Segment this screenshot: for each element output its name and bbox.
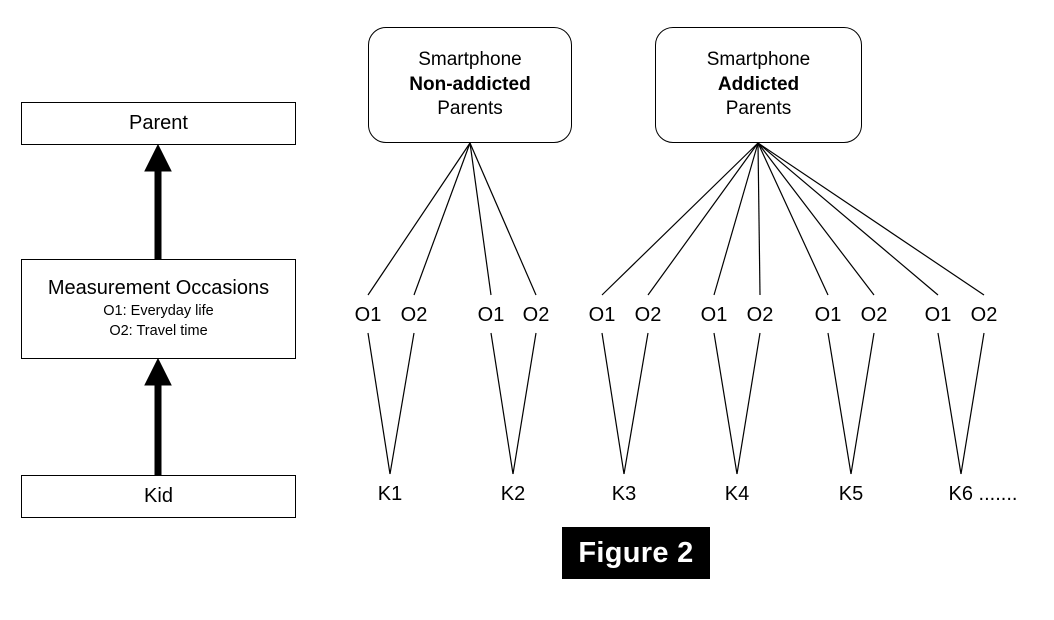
- level-box-parent-title: Parent: [129, 111, 188, 134]
- v-connectors-occasions-to-kids: [367, 332, 985, 475]
- figure-caption: Figure 2: [562, 527, 710, 579]
- kid-label-1: K1: [377, 483, 403, 505]
- kid-label-6: K6 .......: [948, 483, 1018, 505]
- group-box-addicted-parents: Smartphone Addicted Parents: [655, 27, 862, 143]
- level-box-measurement-occasions-subline-1: O1: Everyday life: [103, 303, 214, 320]
- fan-nonaddicted-to-occasions: [367, 142, 537, 296]
- level-box-kid: Kid: [21, 475, 296, 518]
- occasion-label-10: O2: [860, 304, 888, 326]
- kid-label-4: K4: [724, 483, 750, 505]
- group-box-non-addicted-line-1: Smartphone: [418, 48, 522, 70]
- group-box-non-addicted-line-3: Parents: [437, 98, 503, 120]
- occasion-label-8: O2: [746, 304, 774, 326]
- level-box-measurement-occasions: Measurement Occasions O1: Everyday life …: [21, 259, 296, 359]
- occasion-label-1: O1: [354, 304, 382, 326]
- group-box-addicted-line-1: Smartphone: [706, 48, 811, 70]
- occasion-label-6: O2: [634, 304, 662, 326]
- arrow-kid-to-measurement: [144, 357, 172, 475]
- group-box-addicted-line-2: Addicted: [717, 73, 800, 95]
- arrow-measurement-to-parent: [144, 143, 172, 259]
- kid-label-3: K3: [611, 483, 637, 505]
- fan-addicted-to-occasions: [601, 142, 985, 296]
- occasion-label-11: O1: [924, 304, 952, 326]
- group-box-non-addicted-line-2: Non-addicted: [409, 73, 531, 95]
- occasion-label-7: O1: [700, 304, 728, 326]
- occasion-label-12: O2: [970, 304, 998, 326]
- kid-label-5: K5: [838, 483, 864, 505]
- level-box-measurement-occasions-subline-2: O2: Travel time: [109, 322, 208, 339]
- level-box-parent: Parent: [21, 102, 296, 145]
- occasion-label-5: O1: [588, 304, 616, 326]
- occasion-label-3: O1: [477, 304, 505, 326]
- level-box-measurement-occasions-title: Measurement Occasions: [47, 276, 270, 299]
- occasion-label-4: O2: [522, 304, 550, 326]
- level-box-kid-title: Kid: [144, 484, 173, 507]
- occasion-label-9: O1: [814, 304, 842, 326]
- group-box-addicted-line-3: Parents: [725, 98, 792, 120]
- group-box-non-addicted-parents: Smartphone Non-addicted Parents: [368, 27, 572, 143]
- occasion-label-2: O2: [400, 304, 428, 326]
- kid-label-2: K2: [500, 483, 526, 505]
